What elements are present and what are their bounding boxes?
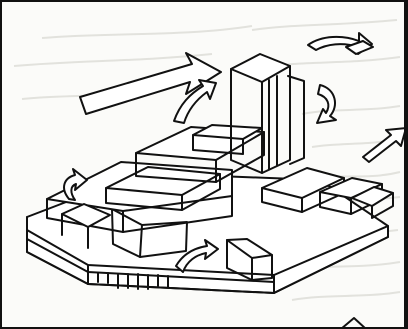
tower: [231, 54, 304, 173]
bottom-right-outline-mark-icon: [341, 318, 366, 329]
right-edge-wind-arrow-icon: [363, 128, 406, 162]
large-wind-arrow-icon: [80, 53, 221, 114]
tower-side-curved-arrow-icon: [317, 85, 336, 123]
